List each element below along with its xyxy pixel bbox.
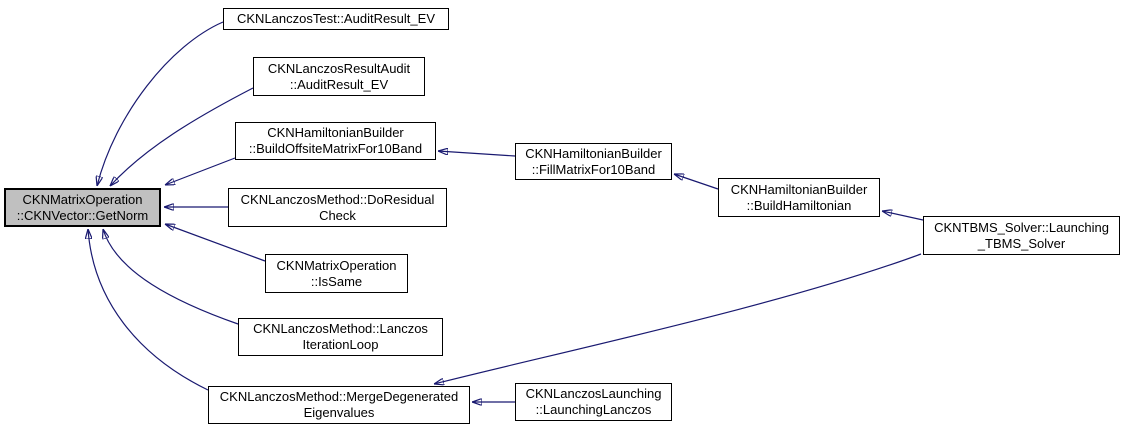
edge-lanczostest-to-getnorm — [97, 21, 224, 186]
edge-issame-to-getnorm — [165, 224, 266, 262]
node-cknlanczosmethod-doresidualcheck[interactable]: CKNLanczosMethod::DoResidual Check — [228, 188, 447, 227]
node-cknmatrixoperation-issame[interactable]: CKNMatrixOperation ::IsSame — [265, 254, 408, 293]
edge-launchingsolver-to-merge — [434, 253, 922, 384]
node-cknlanczostest-auditresult-ev[interactable]: CKNLanczosTest::AuditResult_EV — [223, 8, 449, 30]
node-cknhamiltonianbuilder-buildoffsitematrixfor10band[interactable]: CKNHamiltonianBuilder ::BuildOffsiteMatr… — [235, 122, 436, 160]
node-cknhamiltonianbuilder-fillmatrixfor10band[interactable]: CKNHamiltonianBuilder ::FillMatrixFor10B… — [515, 143, 672, 180]
edge-merge-to-getnorm — [88, 229, 209, 391]
node-cknlanczosmethod-lanczositerationloop[interactable]: CKNLanczosMethod::Lanczos IterationLoop — [238, 318, 443, 356]
node-ckntbms-solver-launching-tbms-solver[interactable]: CKNTBMS_Solver::Launching _TBMS_Solver — [923, 216, 1120, 255]
edge-iterationloop-to-getnorm — [103, 229, 239, 325]
node-cknlanczoslaunching-launchinglanczos[interactable]: CKNLanczosLaunching ::LaunchingLanczos — [515, 383, 672, 421]
node-cknhamiltonianbuilder-buildhamiltonian[interactable]: CKNHamiltonianBuilder ::BuildHamiltonian — [718, 178, 880, 217]
edge-resultaudit-to-getnorm — [110, 87, 254, 186]
edge-launchingsolver-to-buildhamiltonian — [882, 211, 924, 221]
node-cknmatrixoperation-cknvector-getnorm[interactable]: CKNMatrixOperation ::CKNVector::GetNorm — [4, 188, 161, 227]
edge-fillmatrix-to-buildoffsite — [438, 151, 516, 157]
edge-buildoffsite-to-getnorm — [165, 157, 236, 185]
node-cknlanczosmethod-mergedegeneratedeigenvalues[interactable]: CKNLanczosMethod::MergeDegenerated Eigen… — [208, 386, 470, 424]
node-cknlanczosresultaudit-auditresult-ev[interactable]: CKNLanczosResultAudit ::AuditResult_EV — [253, 57, 425, 96]
edge-buildhamiltonian-to-fillmatrix — [674, 174, 719, 190]
